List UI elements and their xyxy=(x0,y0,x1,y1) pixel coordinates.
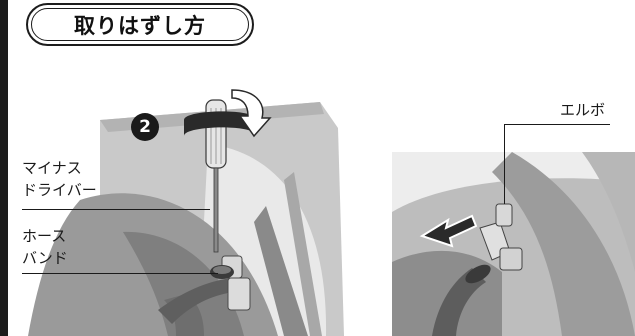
leader-screwdriver xyxy=(22,209,210,210)
leader-elbow-horizontal xyxy=(504,124,610,125)
leader-elbow-vertical xyxy=(504,124,505,204)
leader-hose-band xyxy=(22,273,218,274)
label-screwdriver-line2: ドライバー xyxy=(22,180,97,201)
section-title: 取りはずし方 xyxy=(74,10,206,40)
step-number-badge: 2 xyxy=(131,113,159,141)
section-title-box: 取りはずし方 xyxy=(26,3,254,46)
photo-screwdriver xyxy=(8,80,368,336)
label-screwdriver-line1: マイナス xyxy=(22,158,82,179)
photo-elbow xyxy=(392,152,635,336)
label-hose-band-line2: バンド xyxy=(22,248,68,269)
page-edge-bar xyxy=(0,0,8,336)
label-elbow: エルボ xyxy=(560,100,605,121)
label-hose-band-line1: ホース xyxy=(22,226,66,247)
